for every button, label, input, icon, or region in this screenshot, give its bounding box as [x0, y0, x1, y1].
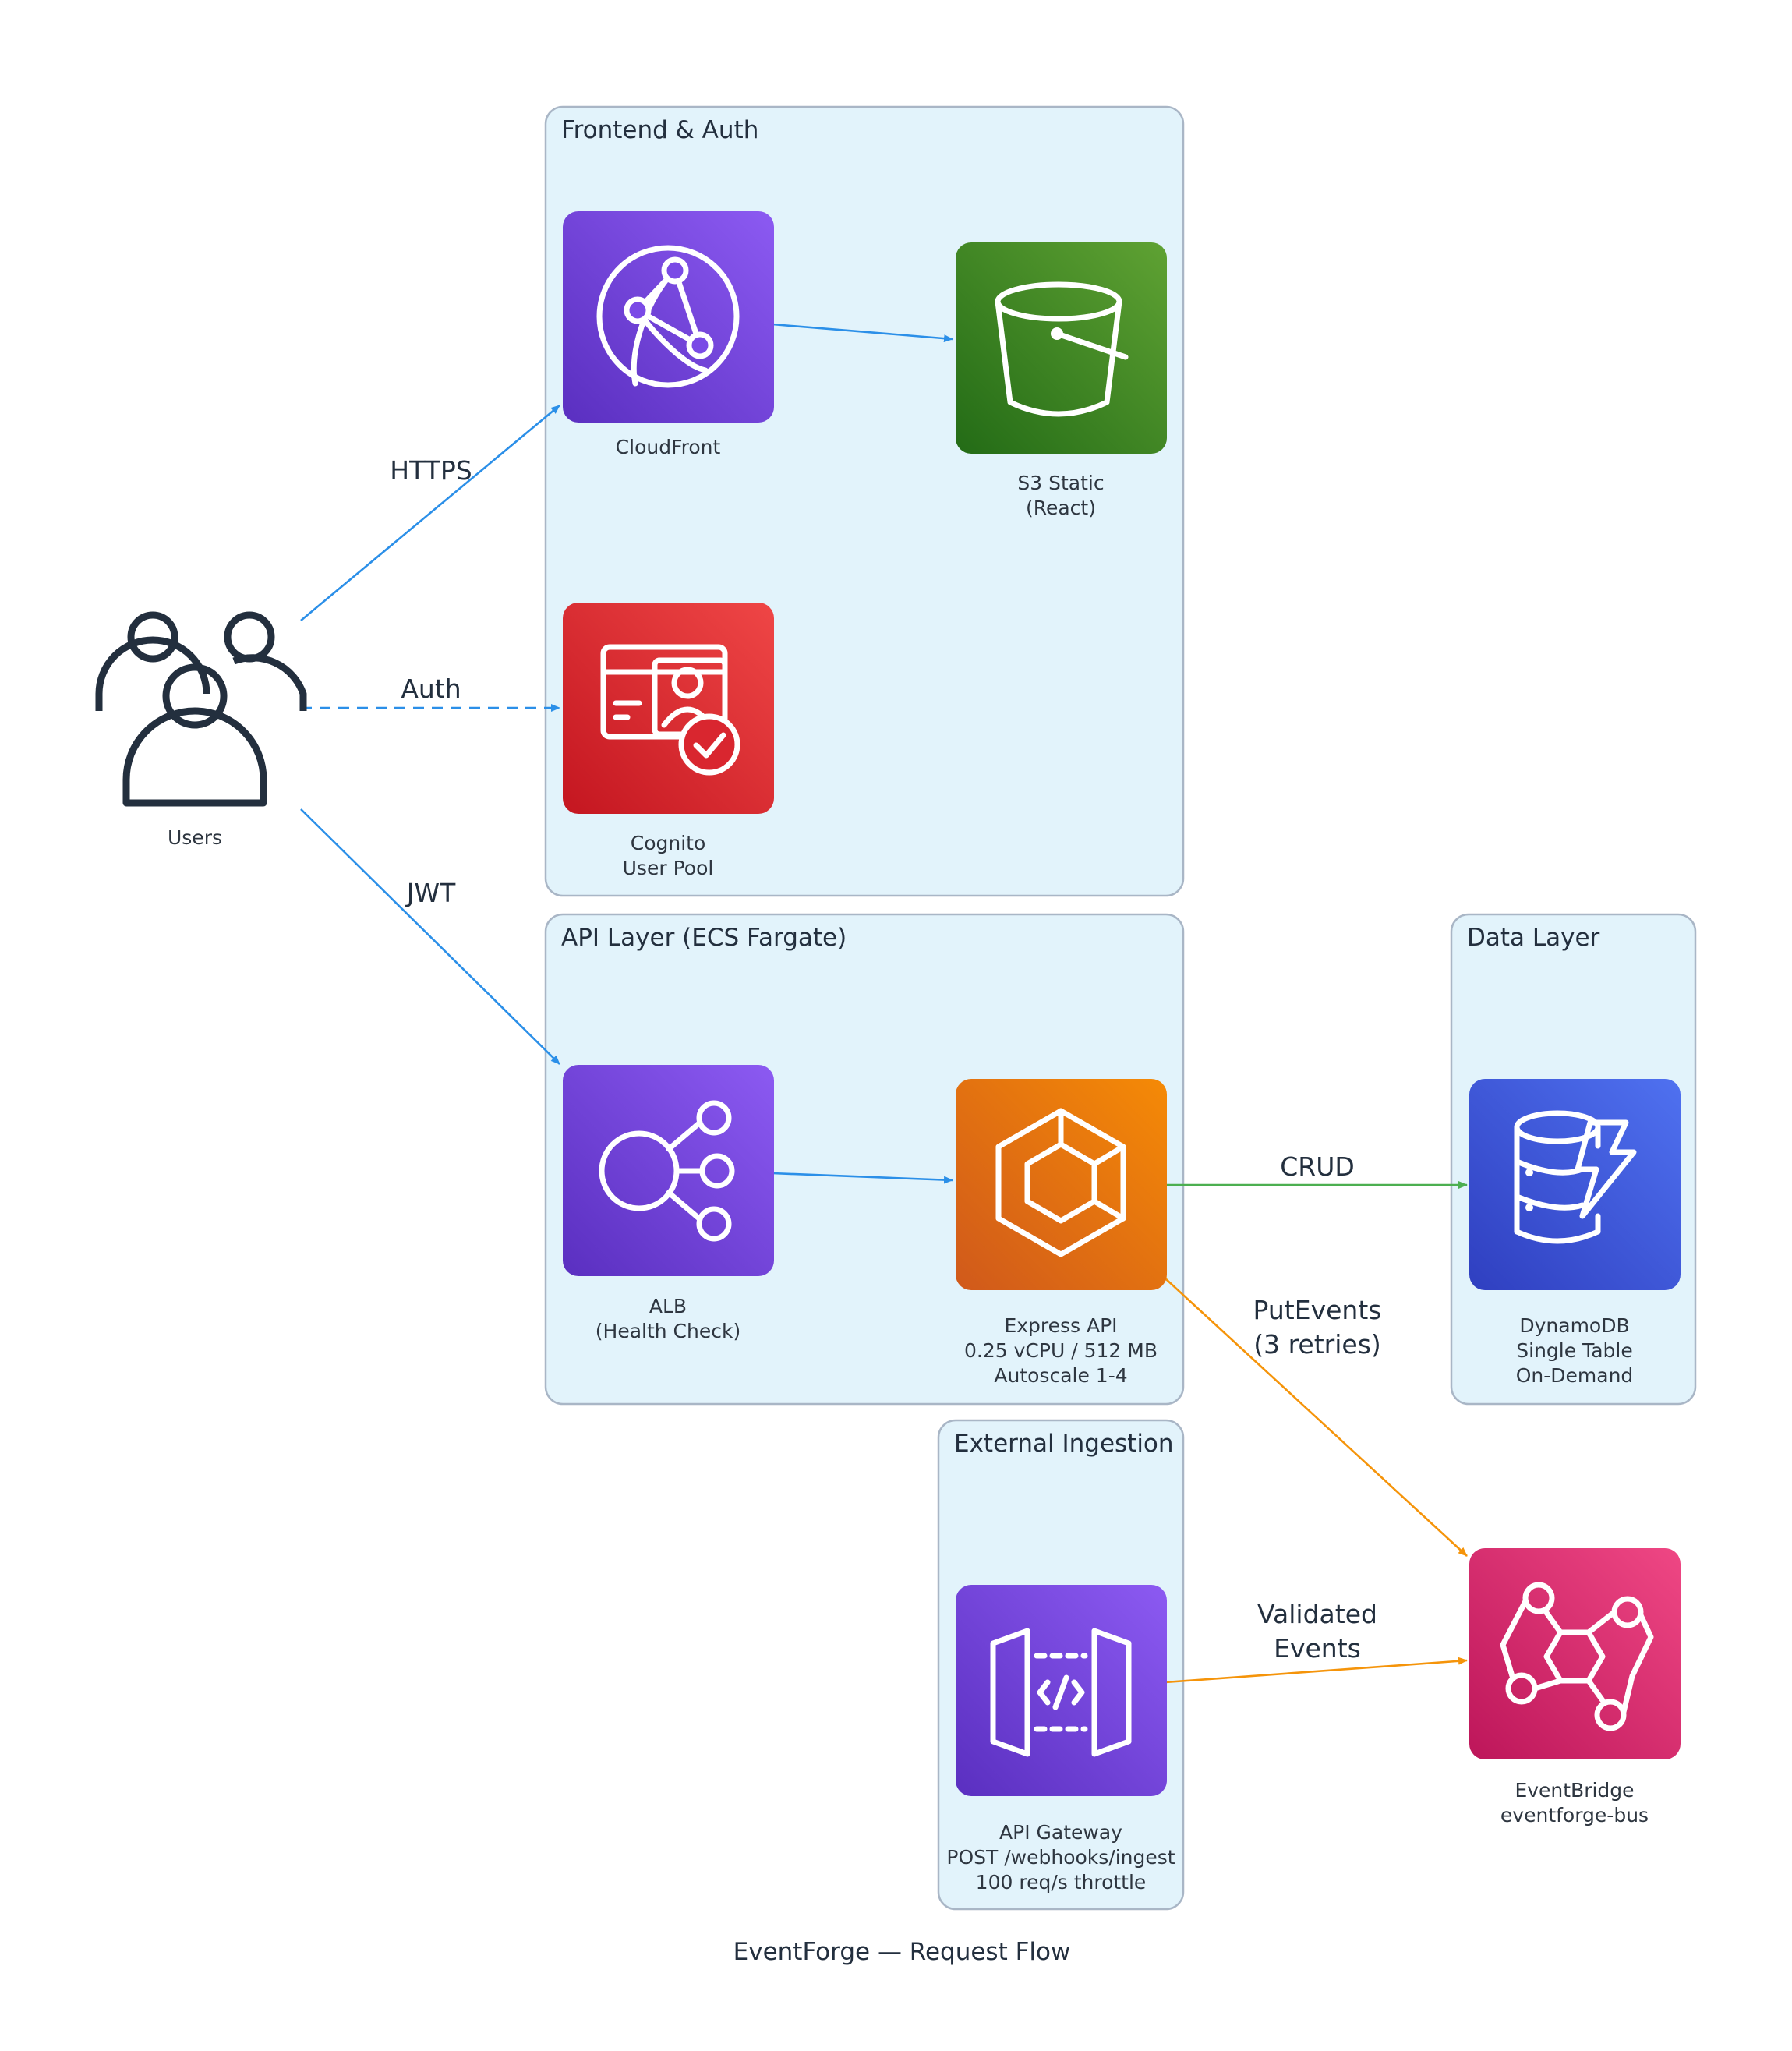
node-label-users: Users: [168, 826, 222, 849]
edge-cloudfront-s3: [772, 323, 953, 343]
node-label-cognito-sub: User Pool: [623, 857, 714, 879]
edge-label-putevents-retries: (3 retries): [1253, 1329, 1381, 1360]
cluster-data-layer-label: Data Layer: [1467, 924, 1600, 952]
edge-express-dynamodb: CRUD: [1165, 1151, 1468, 1189]
edge-label-crud: CRUD: [1280, 1151, 1355, 1182]
cognito-icon: [600, 644, 740, 776]
node-label-express-spec: 0.25 vCPU / 512 MB: [964, 1339, 1158, 1362]
eventbridge-icon: [1500, 1582, 1654, 1731]
users-icon: [95, 611, 307, 807]
node-label-dynamodb-table: Single Table: [1516, 1339, 1632, 1362]
node-label-eventbridge-bus: eventforge-bus: [1500, 1804, 1649, 1826]
diagram-title: EventForge — Request Flow: [733, 1938, 1071, 1966]
node-label-alb-sub: (Health Check): [596, 1320, 740, 1342]
node-label-s3: S3 Static: [1017, 472, 1104, 494]
dynamodb-icon: [1514, 1110, 1637, 1244]
edge-label-auth: Auth: [401, 674, 461, 704]
load-balancer-icon: [599, 1100, 735, 1242]
edge-label-https: HTTPS: [390, 455, 472, 486]
edge-users-cognito: Auth: [301, 674, 560, 712]
node-users: Users: [95, 611, 307, 849]
node-cognito: Cognito User Pool: [563, 603, 774, 879]
cluster-api-layer-label: API Layer (ECS Fargate): [561, 924, 847, 952]
cloudfront-icon: [596, 245, 740, 388]
api-gateway-icon: [990, 1628, 1132, 1757]
edge-users-cloudfront: HTTPS: [300, 405, 560, 621]
node-label-dynamodb-mode: On-Demand: [1516, 1364, 1634, 1387]
node-s3: S3 Static (React): [956, 242, 1167, 519]
node-label-s3-sub: (React): [1026, 497, 1096, 519]
node-eventbridge: EventBridge eventforge-bus: [1469, 1548, 1681, 1826]
node-label-apigw-route: POST /webhooks/ingest: [946, 1846, 1175, 1869]
node-label-apigw-throttle: 100 req/s throttle: [976, 1871, 1147, 1894]
node-label-cognito: Cognito: [631, 832, 706, 854]
node-label-eventbridge: EventBridge: [1515, 1779, 1634, 1802]
edge-label-validated: Validated: [1257, 1599, 1377, 1629]
node-label-alb: ALB: [649, 1295, 687, 1317]
node-label-express: Express API: [1004, 1314, 1117, 1337]
s3-bucket-icon: [995, 281, 1129, 417]
node-label-express-autoscale: Autoscale 1-4: [994, 1364, 1127, 1387]
node-label-dynamodb: DynamoDB: [1519, 1314, 1629, 1337]
node-express-api: Express API 0.25 vCPU / 512 MB Autoscale…: [956, 1079, 1167, 1387]
edge-apigw-eventbridge: Validated Events: [1165, 1599, 1468, 1684]
ecs-container-icon: [995, 1108, 1126, 1257]
edge-label-putevents: PutEvents: [1253, 1295, 1382, 1325]
edge-users-alb: JWT: [300, 808, 560, 1065]
cluster-external-ingestion-label: External Ingestion: [954, 1430, 1174, 1458]
node-api-gateway: API Gateway POST /webhooks/ingest 100 re…: [946, 1585, 1175, 1894]
node-cloudfront: CloudFront: [563, 211, 774, 458]
node-label-apigw: API Gateway: [999, 1821, 1122, 1844]
edge-label-events: Events: [1274, 1633, 1361, 1664]
edge-label-jwt: JWT: [405, 878, 456, 908]
node-alb: ALB (Health Check): [563, 1065, 774, 1342]
edge-alb-express: [772, 1172, 953, 1184]
node-label-cloudfront: CloudFront: [616, 436, 721, 458]
cluster-frontend-auth-label: Frontend & Auth: [561, 116, 758, 144]
node-dynamodb: DynamoDB Single Table On-Demand: [1469, 1079, 1681, 1387]
edge-express-eventbridge: PutEvents (3 retries): [1165, 1278, 1468, 1557]
